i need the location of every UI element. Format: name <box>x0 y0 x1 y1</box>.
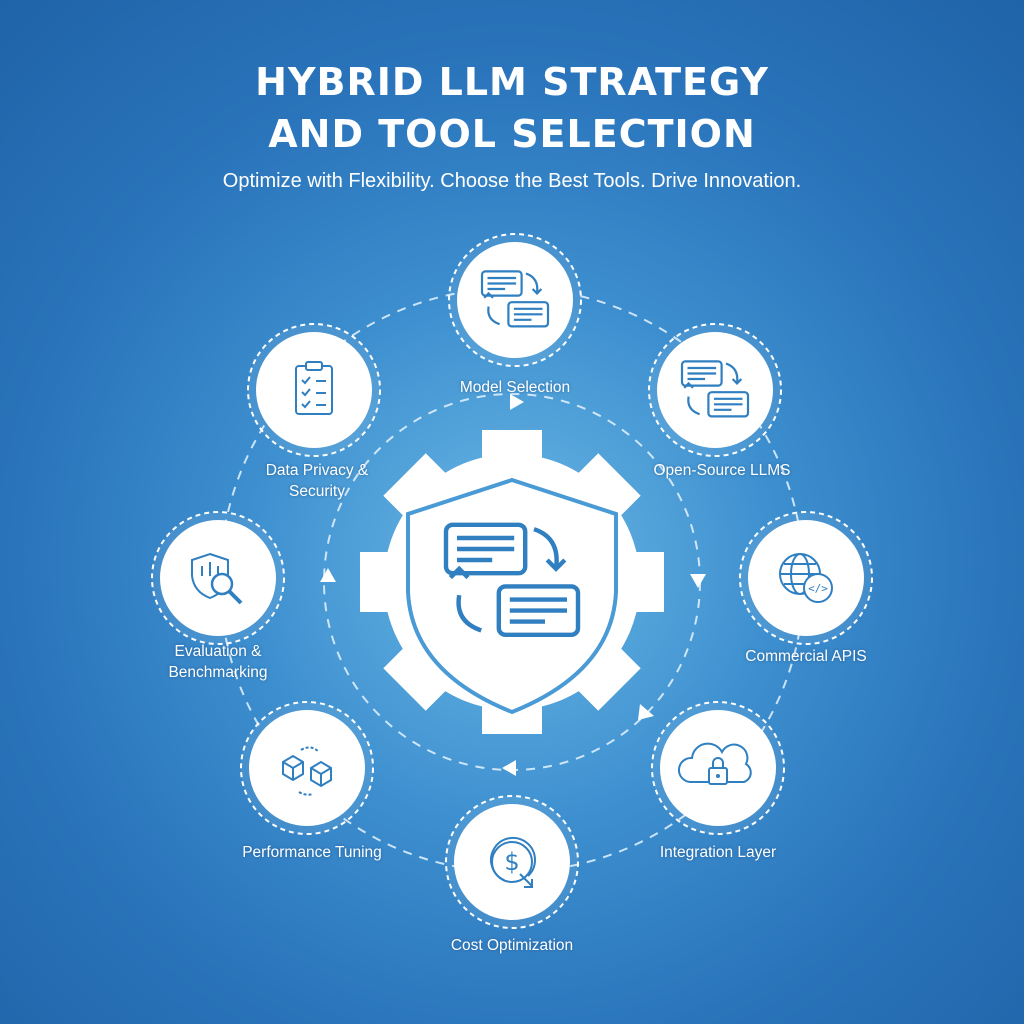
node-circle <box>748 520 864 636</box>
node-circle <box>657 332 773 448</box>
page-title: HYBRID LLM STRATEGY AND TOOL SELECTION <box>0 56 1024 160</box>
node-label: Open-Source LLMS <box>653 462 791 479</box>
arrow-icon <box>510 394 524 410</box>
node-integration-layer[interactable] <box>651 701 785 835</box>
svg-text:</>: </> <box>808 582 828 595</box>
node-label: Performance Tuning <box>242 844 382 861</box>
node-circle <box>256 332 372 448</box>
gear-shield-icon <box>360 430 664 734</box>
node-label: Evaluation & Benchmarking <box>168 643 268 681</box>
node-label: Model Selection <box>459 379 571 396</box>
node-performance-tuning[interactable] <box>240 701 374 835</box>
dollar-down-icon: $ <box>490 836 536 888</box>
node-model-selection[interactable] <box>448 233 582 367</box>
title-line-1: HYBRID LLM STRATEGY <box>255 60 769 104</box>
node-circle <box>454 804 570 920</box>
globe-code-icon: </> <box>779 553 833 603</box>
node-label: Integration Layer <box>659 844 777 861</box>
shield-magnifier-icon <box>191 552 243 605</box>
node-cost-optimization[interactable]: $ <box>445 795 579 929</box>
arrow-icon <box>502 760 516 776</box>
title-line-2: AND TOOL SELECTION <box>268 112 756 156</box>
node-circle <box>457 242 573 358</box>
node-data-privacy-security[interactable] <box>247 323 381 457</box>
node-label: Commercial APIS <box>745 648 867 665</box>
node-evaluation-benchmarking[interactable] <box>151 511 285 645</box>
cubes-cycle-icon <box>282 746 332 796</box>
arrow-icon <box>638 704 654 720</box>
arrow-icon <box>690 574 706 588</box>
node-label: Cost Optimization <box>450 937 574 954</box>
svg-text:$: $ <box>504 848 519 876</box>
cloud-lock-icon <box>678 742 752 785</box>
node-circle <box>249 710 365 826</box>
clipboard-checklist-icon <box>295 361 333 415</box>
subtitle: Optimize with Flexibility. Choose the Be… <box>222 170 802 192</box>
node-commercial-apis[interactable]: </> <box>739 511 873 645</box>
arrow-icon <box>320 568 336 582</box>
orbit-arrows <box>320 394 706 776</box>
node-label: Data Privacy & Security <box>265 462 369 500</box>
node-open-source-llms[interactable] <box>648 323 782 457</box>
